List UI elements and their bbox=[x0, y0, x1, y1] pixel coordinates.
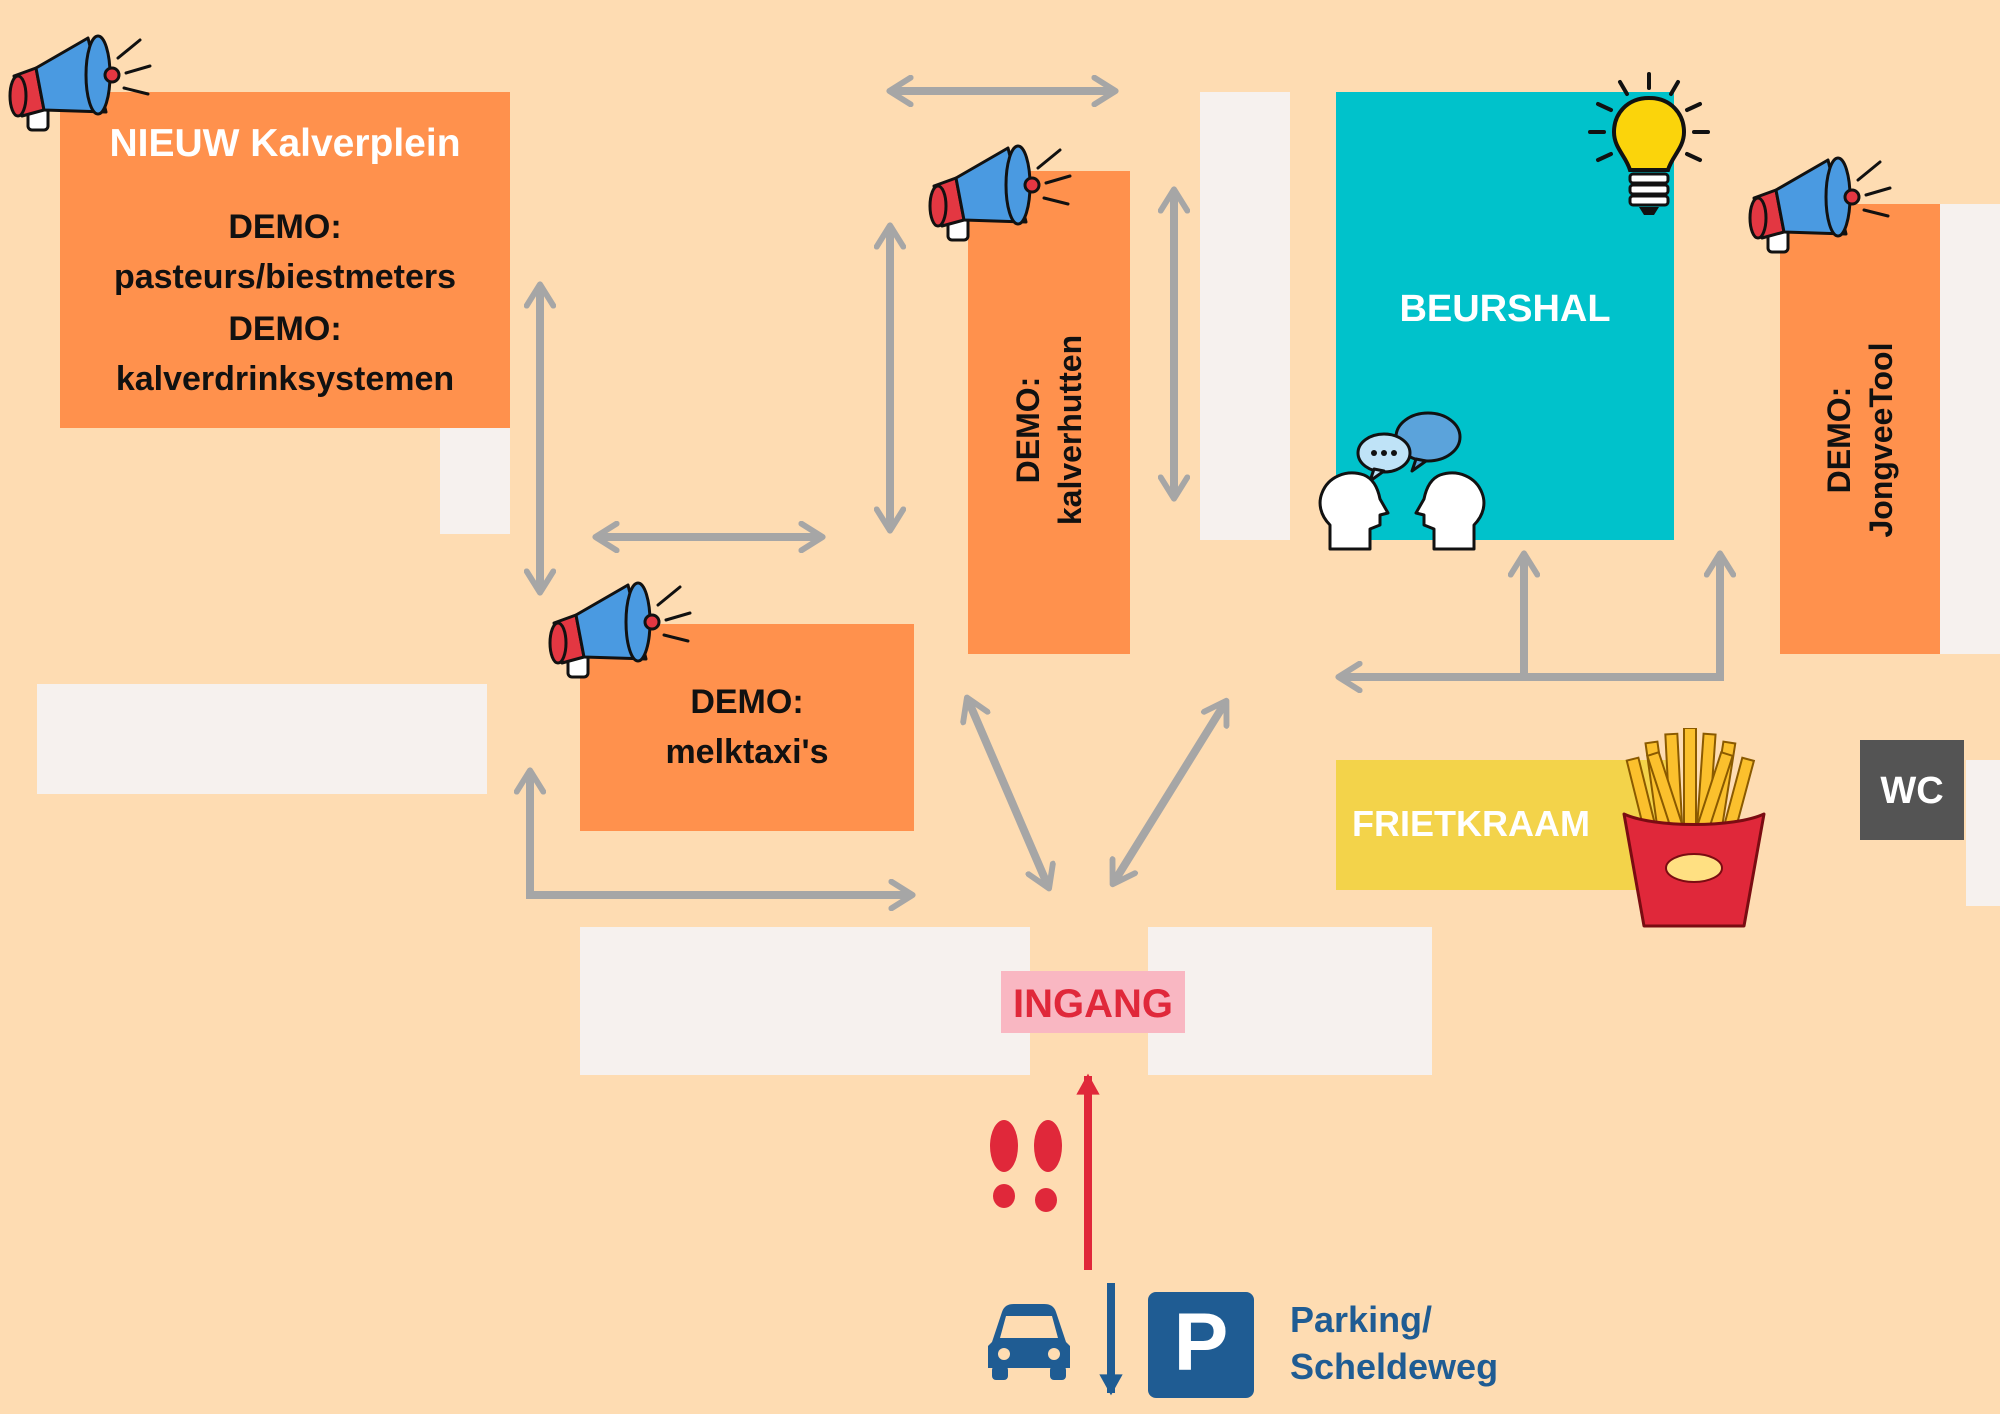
conversation-icon bbox=[1318, 411, 1486, 551]
kalverplein-title: NIEUW Kalverplein bbox=[109, 122, 461, 165]
kalverplein-demo-label: DEMO: bbox=[228, 208, 342, 246]
fries-icon bbox=[1622, 728, 1766, 928]
walk-arrow bbox=[1114, 703, 1225, 882]
parking-label-line-1: Parking/ bbox=[1290, 1299, 1433, 1340]
megaphone-icon bbox=[548, 581, 692, 679]
walk-arrow bbox=[530, 773, 910, 895]
wc-block bbox=[1860, 740, 1964, 840]
beurshal-label: BEURSHAL bbox=[1399, 288, 1611, 330]
walk-arrow bbox=[968, 700, 1048, 886]
parking-sign-icon: P bbox=[1148, 1292, 1254, 1398]
melktaxi-label: melktaxi's bbox=[665, 733, 829, 771]
wc-label: WC bbox=[1880, 770, 1944, 812]
kalverplein-demo-label-2: DEMO: bbox=[228, 310, 342, 348]
ingang-label: INGANG bbox=[1013, 982, 1173, 1026]
building-block bbox=[1966, 760, 2000, 906]
building-block bbox=[1200, 92, 1290, 540]
jongveetool-zone bbox=[1780, 204, 1940, 654]
parking-label: Parking/ Scheldeweg bbox=[1290, 1297, 1498, 1391]
melktaxi-demo-label: DEMO: bbox=[690, 683, 804, 721]
walk-arrow bbox=[1341, 556, 1720, 677]
kalverplein-demo-drinksystemen: kalverdrinksystemen bbox=[115, 360, 455, 398]
building-block bbox=[580, 927, 1030, 1075]
building-block bbox=[1940, 204, 2000, 654]
kalverhutten-zone bbox=[968, 171, 1130, 654]
kalverplein-demo-pasteurs: pasteurs/biestmeters bbox=[113, 258, 457, 296]
megaphone-icon bbox=[8, 34, 152, 132]
lightbulb-icon bbox=[1588, 72, 1710, 215]
footprints-icon bbox=[990, 1120, 1062, 1212]
ingang-block bbox=[1001, 971, 1185, 1033]
megaphone-icon bbox=[1748, 156, 1892, 254]
building-block bbox=[440, 428, 510, 534]
car-icon bbox=[988, 1304, 1070, 1380]
parking-label-line-2: Scheldeweg bbox=[1290, 1345, 1499, 1387]
parking-sign-letter: P bbox=[1173, 1297, 1229, 1388]
building-block bbox=[1148, 927, 1432, 1075]
building-block bbox=[37, 684, 487, 794]
frietkraam-label: FRIETKRAAM bbox=[1352, 803, 1590, 844]
kalverplein-zone bbox=[60, 92, 510, 428]
megaphone-icon bbox=[928, 144, 1072, 242]
frietkraam-zone bbox=[1336, 760, 1670, 890]
